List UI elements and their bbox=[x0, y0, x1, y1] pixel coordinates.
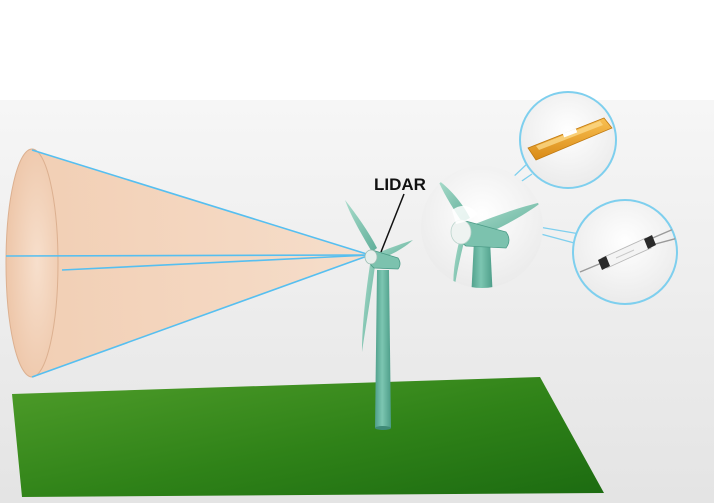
lidar-leader-line bbox=[380, 193, 405, 253]
zoom-tower bbox=[471, 240, 493, 288]
turbine-blade-right bbox=[380, 240, 413, 258]
coupler-label-strip bbox=[615, 249, 635, 259]
turbine-zoom-callout bbox=[421, 166, 543, 288]
ground-field bbox=[12, 377, 604, 497]
turbine-blade-upper bbox=[345, 200, 377, 252]
zoom-blade-right bbox=[475, 202, 542, 236]
wind-turbine-icon bbox=[345, 200, 413, 430]
lidar-beam-cone bbox=[5, 148, 371, 378]
laser-line-bottom bbox=[31, 254, 371, 378]
coupler-boot-left bbox=[598, 256, 610, 270]
turbine-tower-base bbox=[375, 426, 391, 430]
coupler-boot-right bbox=[644, 235, 656, 249]
laser-line-inner bbox=[61, 254, 371, 271]
fiber-coupler-icon bbox=[579, 227, 677, 273]
turbine-hub bbox=[364, 249, 378, 265]
lidar-label: LIDAR bbox=[374, 175, 426, 194]
zoom-glare bbox=[452, 205, 478, 224]
laser-line-top bbox=[31, 149, 371, 256]
top-white-band bbox=[0, 0, 714, 100]
laser-line-center bbox=[5, 254, 371, 257]
turbine-tower bbox=[375, 270, 391, 428]
optical-chip-callout bbox=[519, 91, 617, 189]
chip-marking bbox=[562, 128, 578, 138]
fiber-coupler-callout bbox=[572, 199, 678, 305]
chip-highlight bbox=[536, 121, 603, 150]
optical-chip-icon bbox=[527, 117, 613, 161]
beam-cone-base bbox=[5, 148, 59, 378]
zoom-hub bbox=[450, 219, 472, 245]
turbine-blade-lower bbox=[362, 258, 376, 352]
